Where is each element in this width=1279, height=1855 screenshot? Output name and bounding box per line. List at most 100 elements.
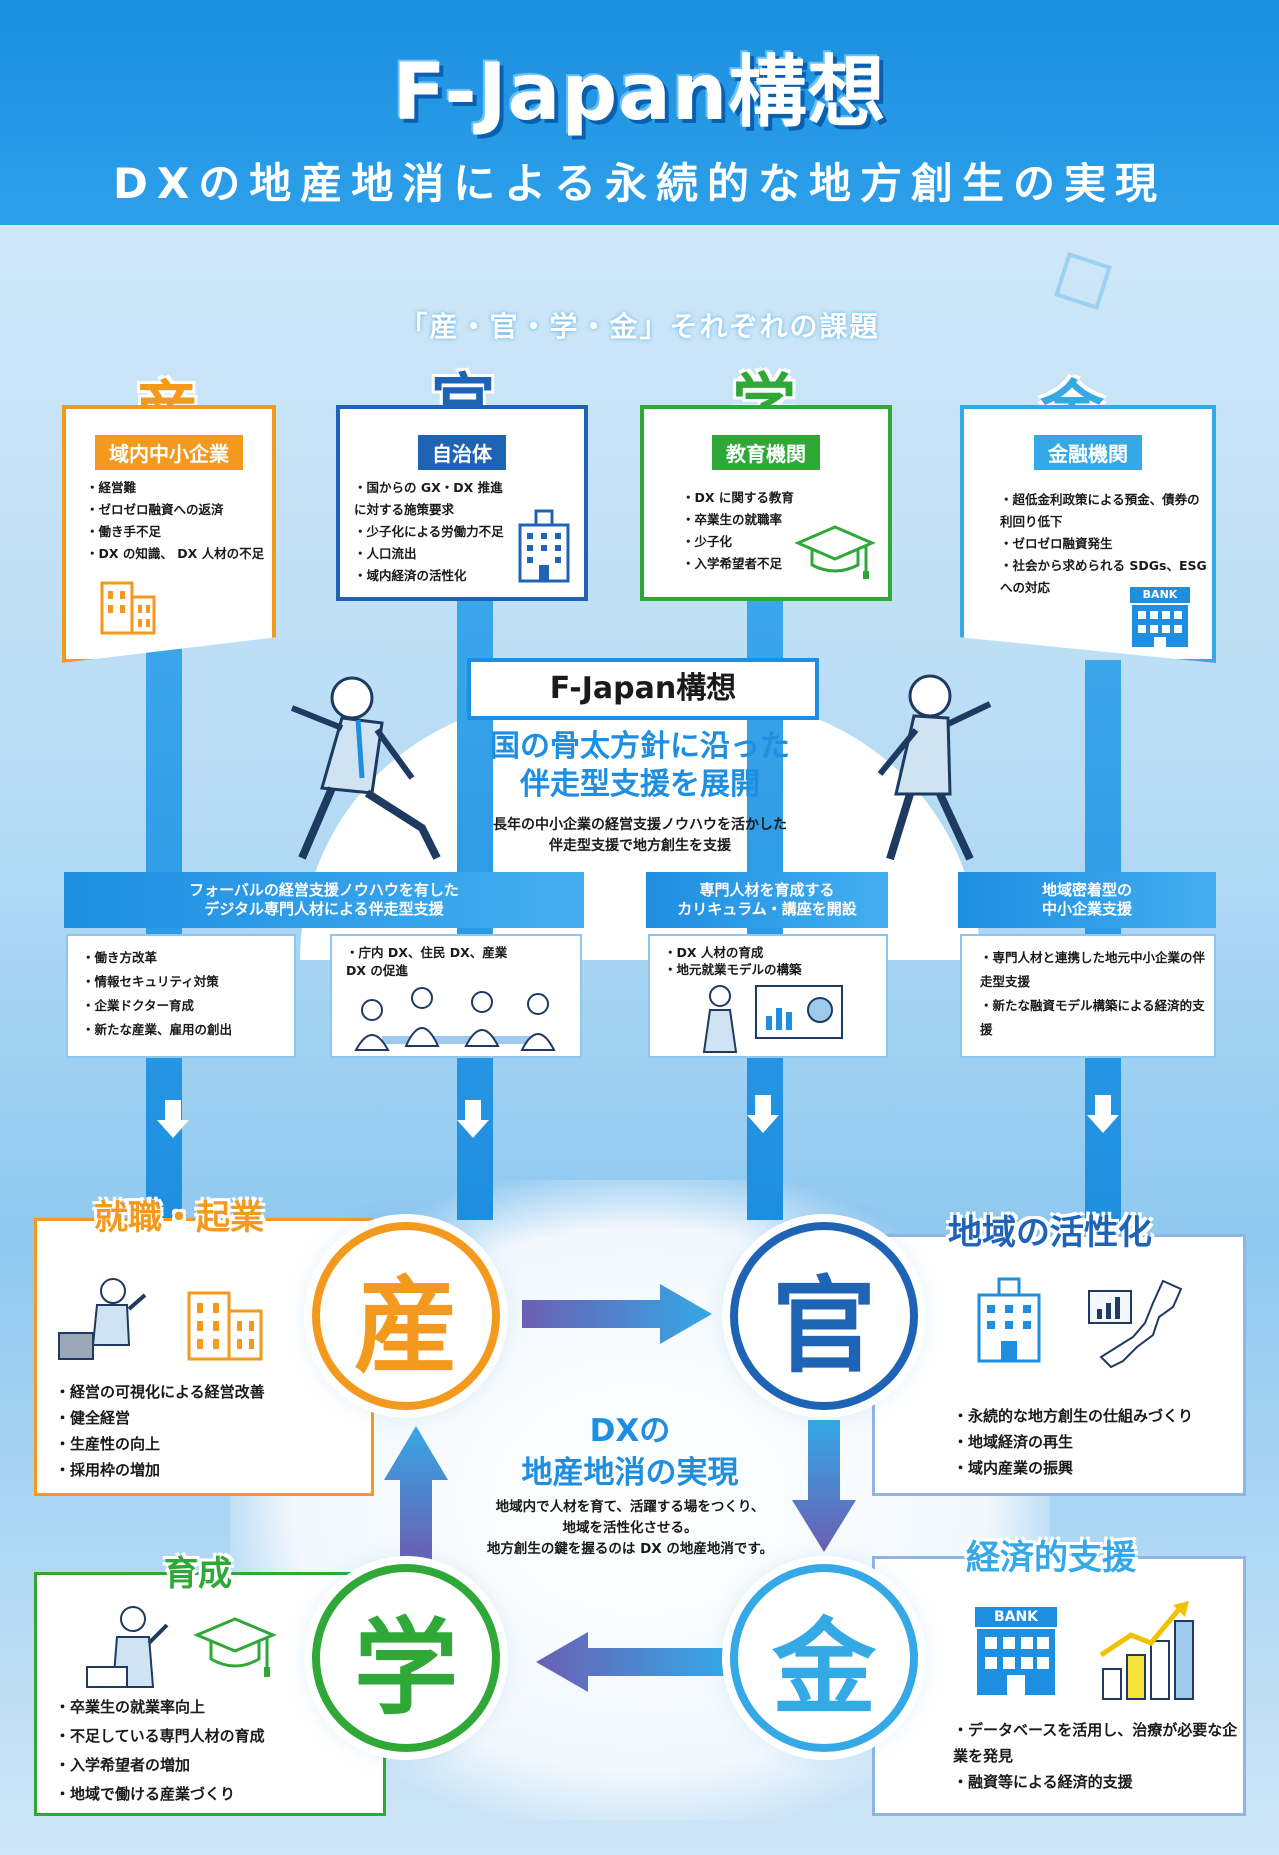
city-hall-icon [977, 1277, 1041, 1363]
outcome-title-finance: 経済的支援 [966, 1538, 1136, 1578]
bank-icon-label: BANK [975, 1607, 1057, 1627]
card-label: 金融機関 [1034, 435, 1142, 470]
challenge-card-finance: 金融機関 超低金利政策による預金、債券の利回り低下 ゼロゼロ融資発生 社会から求… [960, 405, 1216, 663]
list-item: DX 人材の育成 [664, 944, 864, 961]
list-item: 入学希望者不足 [682, 553, 852, 575]
list-item: DX の知識、 DX 人材の不足 [86, 543, 276, 565]
list-item: 少子化 [682, 531, 852, 553]
challenge-list: 経営難 ゼロゼロ融資への返済 働き手不足 DX の知識、 DX 人材の不足 [86, 477, 276, 565]
subtitle: DXの地産地消による永続的な地方創生の実現 [113, 159, 1166, 208]
support-header-line: 専門人材を育成する [699, 881, 835, 899]
center-desc-line: 長年の中小企業の経営支援ノウハウを活かした [493, 817, 787, 833]
list-item: 生産性の向上 [55, 1431, 365, 1457]
list-item: 専門人材と連携した地元中小企業の伴走型支援 [980, 946, 1210, 994]
challenge-card-industry: 域内中小企業 経営難 ゼロゼロ融資への返済 働き手不足 DX の知識、 DX 人… [62, 405, 276, 663]
down-arrow-icon [747, 1095, 779, 1133]
arrow-industry-to-government [522, 1284, 712, 1344]
support-header-finance: 地域密着型の中小企業支援 [958, 872, 1216, 928]
list-item: 人口流出 [354, 543, 514, 565]
outcome-list: 経営の可視化による経営改善 健全経営 生産性の向上 採用枠の増加 [55, 1379, 365, 1483]
support-body-academia: DX 人材の育成 地元就業モデルの構築 [648, 934, 888, 1058]
businessman-running-icon [290, 676, 441, 860]
bank-building [1132, 605, 1188, 647]
outcome-list: 卒業生の就業率向上 不足している専門人材の育成 入学希望者の増加 地域で働ける産… [55, 1693, 375, 1809]
support-header-line: デジタル専門人材による伴走型支援 [204, 900, 444, 918]
teacher-icon [86, 1606, 169, 1688]
support-header-line: カリキュラム・講座を開設 [677, 900, 857, 918]
list-item: 社会から求められる SDGs、ESG への対応 [1000, 555, 1210, 599]
list-item: 域内産業の振興 [953, 1455, 1243, 1481]
circle-government: 官 [730, 1222, 918, 1410]
building-icon [100, 581, 156, 635]
arrow-finance-to-academia [536, 1632, 726, 1692]
list-item: 情報セキュリティ対策 [82, 970, 292, 994]
support-header-education: 専門人材を育成するカリキュラム・講座を開設 [646, 872, 888, 928]
f-japan-card: F-Japan構想 [467, 658, 819, 720]
center-desc-line: 伴走型支援で地方創生を支援 [549, 838, 731, 854]
bank-building [977, 1629, 1055, 1695]
bank-icon-label: BANK [1130, 587, 1190, 603]
cycle-description: 地域内で人材を育て、活躍する場をつくり、 地域を活性化させる。 地方創生の鍵を握… [440, 1497, 820, 1560]
outcome-list: データベースを活用し、治療が必要な企業を発見 融資等による経済的支援 [953, 1717, 1243, 1795]
main-title: F-Japan構想 [392, 48, 887, 138]
support-body-finance: 専門人材と連携した地元中小企業の伴走型支援 新たな融資モデル構築による経済的支援 [960, 934, 1216, 1058]
list-item: DX に関する教育 [682, 487, 852, 509]
challenge-list: DX に関する教育 卒業生の就職率 少子化 入学希望者不足 [682, 487, 852, 575]
support-header-line: 中小企業支援 [1041, 900, 1132, 918]
cycle-title-line: DXの [589, 1413, 671, 1449]
challenge-list: 超低金利政策による預金、債券の利回り低下 ゼロゼロ融資発生 社会から求められる … [1000, 489, 1210, 599]
list-item: 入学希望者の増加 [55, 1751, 375, 1780]
businessman-briefcase-icon [58, 1278, 147, 1360]
bank-icon: BANK [975, 1607, 1057, 1697]
list-item: 地域で働ける産業づくり [55, 1780, 375, 1809]
circle-industry: 産 [312, 1222, 500, 1410]
cycle-title: DXの 地産地消の実現 [470, 1410, 790, 1494]
list-item: 国からの GX・DX 推進に対する施策要求 [354, 477, 514, 521]
support-list: 働き方改革 情報セキュリティ対策 企業ドクター育成 新たな産業、雇用の創出 [82, 946, 292, 1042]
cycle-desc-line: 地方創生の鍵を握るのは DX の地産地消です。 [486, 1541, 774, 1557]
bank-icon: BANK [1130, 587, 1190, 649]
list-item: 永続的な地方創生の仕組みづくり [953, 1403, 1243, 1429]
support-body-government: 庁内 DX、住民 DX、産業 DX の促進 [330, 934, 582, 1058]
challenge-card-academia: 教育機関 DX に関する教育 卒業生の就職率 少子化 入学希望者不足 [640, 405, 892, 601]
center-heading-line: 伴走型支援を展開 [520, 767, 760, 802]
card-label: 域内中小企業 [95, 435, 243, 470]
businesswoman-running-icon [877, 674, 992, 861]
outcome-box-finance: BANK データベースを活用し、治療が必要な企業を発見 融資等による経済的支援 [872, 1556, 1246, 1816]
center-heading-line: 国の骨太方針に沿った [490, 729, 790, 764]
support-header-line: フォーバルの経営支援ノウハウを有した [189, 881, 459, 899]
cycle-title-line: 地産地消の実現 [521, 1455, 739, 1491]
list-item: ゼロゼロ融資発生 [1000, 533, 1210, 555]
arrow-government-to-finance [792, 1420, 856, 1552]
support-body-industry: 働き方改革 情報セキュリティ対策 企業ドクター育成 新たな産業、雇用の創出 [66, 934, 296, 1058]
challenges-title: 「産・官・学・金」それぞれの課題 [399, 310, 880, 343]
outcome-list: 永続的な地方創生の仕組みづくり 地域経済の再生 域内産業の振興 [953, 1403, 1243, 1481]
cycle-desc-line: 地域内で人材を育て、活躍する場をつくり、 [495, 1499, 765, 1515]
support-header-foval: フォーバルの経営支援ノウハウを有したデジタル専門人材による伴走型支援 [64, 872, 584, 928]
circle-finance: 金 [730, 1564, 918, 1752]
support-list: DX 人材の育成 地元就業モデルの構築 [664, 944, 864, 978]
circle-academia: 学 [312, 1564, 500, 1752]
list-item: 採用枠の増加 [55, 1457, 365, 1483]
challenge-card-government: 自治体 国からの GX・DX 推進に対する施策要求 少子化による労働力不足 人口… [336, 405, 588, 601]
outcome-title-government: 地域の活性化 [948, 1213, 1152, 1253]
challenge-list: 国からの GX・DX 推進に対する施策要求 少子化による労働力不足 人口流出 域… [354, 477, 514, 587]
arrow-academia-to-industry [384, 1426, 448, 1560]
outcome-title-industry: 就職・起業 [94, 1198, 264, 1238]
list-item: 少子化による労働力不足 [354, 521, 514, 543]
growth-chart-icon [1099, 1601, 1194, 1700]
list-item: 卒業生の就業率向上 [55, 1693, 375, 1722]
support-list: 専門人材と連携した地元中小企業の伴走型支援 新たな融資モデル構築による経済的支援 [980, 946, 1210, 1042]
center-description: 長年の中小企業の経営支援ノウハウを活かした 伴走型支援で地方創生を支援 [380, 815, 900, 857]
down-arrow-icon [457, 1100, 489, 1138]
card-label: 自治体 [418, 435, 506, 470]
header-banner [0, 0, 1279, 225]
outcome-box-industry: 経営の可視化による経営改善 健全経営 生産性の向上 採用枠の増加 [34, 1218, 374, 1496]
list-item: 経営の可視化による経営改善 [55, 1379, 365, 1405]
list-item: 不足している専門人材の育成 [55, 1722, 375, 1751]
list-item: 健全経営 [55, 1405, 365, 1431]
graduation-cap-icon [794, 525, 876, 579]
list-item: 働き方改革 [82, 946, 292, 970]
list-item: 融資等による経済的支援 [953, 1769, 1243, 1795]
